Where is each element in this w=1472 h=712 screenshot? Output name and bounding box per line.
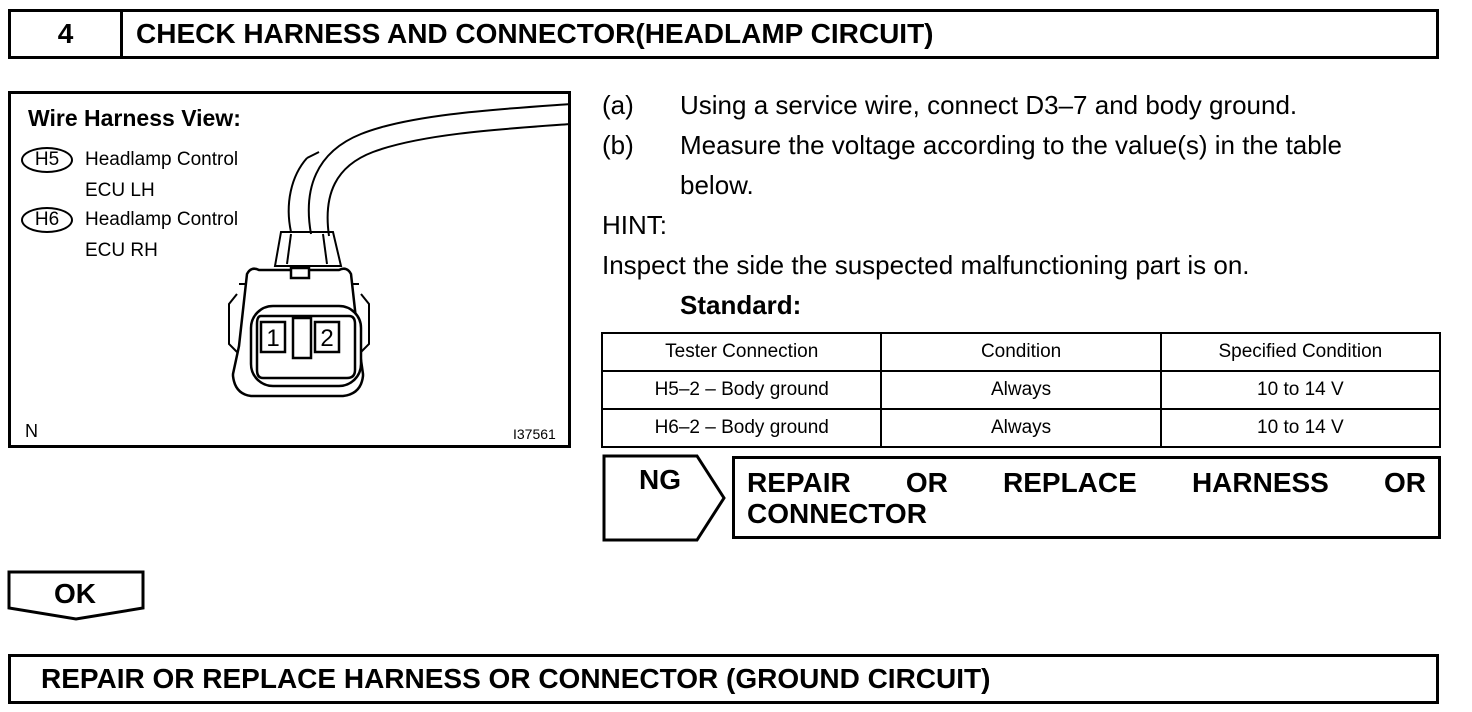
figure-title: Wire Harness View: bbox=[28, 105, 241, 131]
table-cell: 10 to 14 V bbox=[1159, 370, 1442, 410]
pin-2-label: 2 bbox=[320, 325, 333, 352]
ok-label: OK bbox=[54, 578, 96, 609]
ok-arrow bbox=[7, 570, 145, 621]
figure-corner-label: N bbox=[25, 421, 38, 441]
standard-label: Standard: bbox=[680, 290, 802, 320]
step-header: 4 CHECK HARNESS AND CONNECTOR(HEADLAMP C… bbox=[8, 9, 1439, 59]
ng-word: REPAIR bbox=[747, 467, 851, 498]
table-header-row: Tester Connection Condition Specified Co… bbox=[600, 332, 1442, 372]
table-row: H5–2 – Body ground Always 10 to 14 V bbox=[600, 370, 1442, 410]
ng-arrow bbox=[602, 454, 726, 542]
legend-h6-line1: Headlamp Control bbox=[85, 209, 239, 230]
table-cell: H6–2 – Body ground bbox=[600, 408, 883, 448]
instruction-b-text-line2: below. bbox=[680, 170, 754, 200]
table-cell: Always bbox=[880, 370, 1162, 410]
table-header-cell: Tester Connection bbox=[600, 332, 883, 372]
spec-table: Tester Connection Condition Specified Co… bbox=[600, 332, 1442, 448]
figure-id: I37561 bbox=[513, 426, 556, 442]
connector-code-h5: H5 bbox=[21, 147, 73, 173]
table-cell: 10 to 14 V bbox=[1159, 408, 1442, 448]
ng-word: REPLACE bbox=[1003, 467, 1137, 498]
connector-code-h6: H6 bbox=[21, 207, 73, 233]
instruction-a-text: Using a service wire, connect D3–7 and b… bbox=[680, 90, 1298, 120]
final-action-box: REPAIR OR REPLACE HARNESS OR CONNECTOR (… bbox=[8, 654, 1439, 704]
step-number: 4 bbox=[11, 12, 123, 56]
ng-result-line1: REPAIR OR REPLACE HARNESS OR bbox=[747, 467, 1426, 498]
instruction-b-text-line1: Measure the voltage according to the val… bbox=[680, 130, 1342, 160]
pin-2-box bbox=[313, 320, 341, 354]
table-row: H6–2 – Body ground Always 10 to 14 V bbox=[600, 408, 1442, 448]
table-cell: Always bbox=[880, 408, 1162, 448]
ng-result-line2: CONNECTOR bbox=[747, 498, 927, 529]
ng-result-box: REPAIR OR REPLACE HARNESS OR CONNECTOR bbox=[732, 456, 1441, 539]
table-header-cell: Specified Condition bbox=[1159, 332, 1442, 372]
legend-h6-line2: ECU RH bbox=[85, 240, 158, 261]
ng-word: HARNESS bbox=[1191, 467, 1329, 498]
table-cell: H5–2 – Body ground bbox=[600, 370, 883, 410]
instruction-b-label: (b) bbox=[602, 130, 634, 160]
legend-h5-line1: Headlamp Control bbox=[85, 149, 239, 170]
legend-h5-line2: ECU LH bbox=[85, 180, 155, 201]
table-header-cell: Condition bbox=[880, 332, 1162, 372]
pin-1-label: 1 bbox=[266, 325, 279, 352]
ng-word: OR bbox=[1384, 467, 1426, 498]
hint-label: HINT: bbox=[602, 210, 667, 240]
connector-illustration: 1 2 bbox=[228, 103, 571, 398]
wire-harness-figure: Wire Harness View: H5 Headlamp Control E… bbox=[8, 91, 571, 448]
step-title: CHECK HARNESS AND CONNECTOR(HEADLAMP CIR… bbox=[136, 18, 934, 49]
pin-1-box bbox=[259, 320, 287, 354]
instruction-a-label: (a) bbox=[602, 90, 634, 120]
hint-text: Inspect the side the suspected malfuncti… bbox=[602, 250, 1250, 280]
ng-label: NG bbox=[639, 464, 681, 495]
ng-word: OR bbox=[905, 467, 948, 498]
